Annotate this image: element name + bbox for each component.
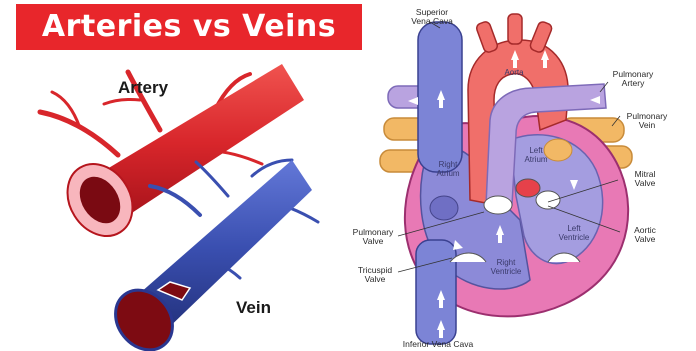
left-atrium-label: Left Atrium	[518, 146, 554, 164]
mitral-valve-label: Mitral Valve	[620, 170, 670, 188]
mitral-valve-label-line2: Valve	[620, 179, 670, 188]
aortic-valve-label: Aortic Valve	[620, 226, 670, 244]
superior-vena-cava-label-line2: Vena Cava	[402, 17, 462, 26]
pulmonary-artery-label-line2: Artery	[606, 79, 660, 88]
tricuspid-valve-label-line2: Valve	[348, 275, 402, 284]
right-atrium-label-line1: Right	[430, 160, 466, 169]
pulmonary-valve-label: Pulmonary Valve	[346, 228, 400, 246]
pulmonary-artery-label: Pulmonary Artery	[606, 70, 660, 88]
superior-vena-cava-label: Superior Vena Cava	[402, 8, 462, 26]
pulmonary-vein-label-line2: Vein	[620, 121, 674, 130]
left-atrium-label-line1: Left	[518, 146, 554, 155]
right-ventricle-label: Right Ventricle	[484, 258, 528, 276]
tricuspid-valve-label: Tricuspid Valve	[348, 266, 402, 284]
inferior-vena-cava	[416, 240, 456, 344]
pulmonary-valve-label-line2: Valve	[346, 237, 400, 246]
right-atrium-label: Right Atrium	[430, 160, 466, 178]
pulmonary-vein-label: Pulmonary Vein	[620, 112, 674, 130]
right-atrium-label-line2: Atrium	[430, 169, 466, 178]
left-ventricle-label-line2: Ventricle	[552, 233, 596, 242]
left-ventricle-label: Left Ventricle	[552, 224, 596, 242]
left-atrium-label-line2: Atrium	[518, 155, 554, 164]
right-ventricle-label-line2: Ventricle	[484, 267, 528, 276]
left-ventricle-label-line1: Left	[552, 224, 596, 233]
aortic-valve-label-line2: Valve	[620, 235, 670, 244]
right-atrium-opening	[430, 196, 458, 220]
inferior-vena-cava-label: Inferior Vena Cava	[388, 340, 488, 349]
aorta-label: Aorta	[494, 68, 534, 77]
right-ventricle-label-line1: Right	[484, 258, 528, 267]
